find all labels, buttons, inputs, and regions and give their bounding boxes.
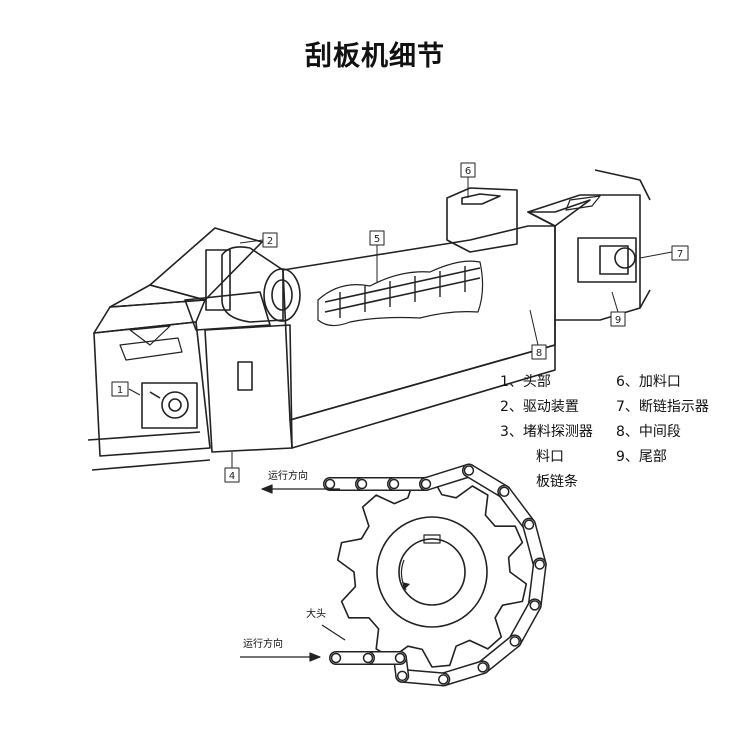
chain-pin (330, 652, 342, 664)
legend-item: 8、中间段 (616, 424, 681, 440)
chain-pin (396, 670, 408, 682)
callout-box-1 (111, 381, 129, 397)
legend-left: 1、头部 2、驱动装置 3、堵料探测器 料口 板链条 (500, 370, 593, 495)
chain-pin (356, 478, 368, 490)
callout-box-6 (460, 162, 476, 178)
direction-label-bottom: 运行方向 (243, 639, 283, 650)
chain-pin (509, 636, 520, 647)
chain-pin (324, 478, 336, 490)
callout-box-8 (531, 344, 547, 360)
chain-pin (529, 600, 540, 611)
chain-pin (523, 519, 535, 530)
chain-pin (362, 652, 374, 664)
callout-box-2 (262, 232, 278, 248)
legend-item: 料口 (536, 449, 564, 465)
chain-pin (420, 478, 432, 490)
callout-leaders (128, 176, 673, 468)
big-head-label: 大头 (306, 609, 326, 620)
chain (323, 463, 547, 687)
callout-box-5 (369, 230, 385, 246)
callout-box-7 (671, 245, 689, 261)
legend-item: 9、尾部 (616, 449, 667, 465)
legend-item: 2、驱动装置 (500, 399, 579, 415)
sprocket (336, 476, 528, 668)
head-section (87, 299, 211, 471)
direction-label-top: 运行方向 (268, 471, 308, 482)
callout-8: 8 (536, 348, 542, 359)
chain-pin (499, 486, 510, 497)
chain-pin (463, 465, 475, 476)
callout-6: 6 (465, 166, 471, 177)
legend-item: 3、堵料探测器 (500, 424, 593, 440)
drive-section (109, 227, 301, 453)
callout-2: 2 (267, 236, 273, 247)
legend-item: 1、头部 (500, 374, 551, 390)
chain-pin (388, 478, 400, 490)
chain-pin (394, 652, 406, 664)
legend-right: 6、加料口 7、断链指示器 8、中间段 9、尾部 (616, 370, 709, 470)
legend-item: 6、加料口 (616, 374, 681, 390)
chain-pin (477, 662, 488, 673)
callout-9: 9 (615, 315, 621, 326)
legend-item: 7、断链指示器 (616, 399, 709, 415)
callout-5: 5 (374, 234, 380, 245)
callout-4: 4 (229, 471, 235, 482)
page-title: 刮板机细节 (305, 41, 445, 72)
tail-section (527, 169, 651, 345)
direction-arrows (240, 484, 346, 662)
callout-1: 1 (117, 385, 123, 396)
callout-7: 7 (677, 249, 683, 260)
callout-box-9 (610, 311, 626, 327)
chain-pin (438, 674, 449, 685)
callout-box-4 (224, 467, 240, 483)
chain-pin (534, 559, 545, 570)
chain-link (420, 465, 475, 490)
legend-item: 板链条 (536, 474, 578, 490)
